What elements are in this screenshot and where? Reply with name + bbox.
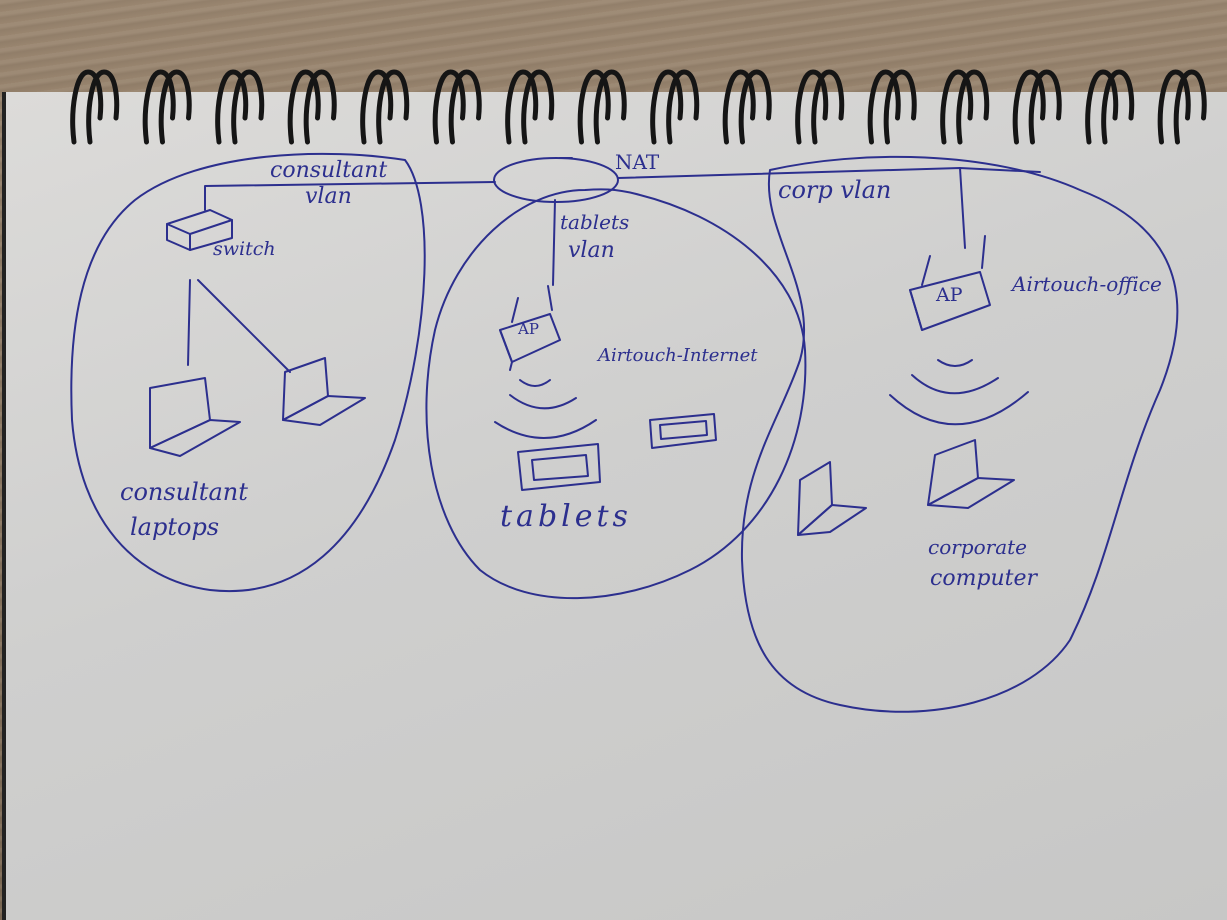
spiral-ring [303,69,337,145]
access-point-icon [909,235,991,331]
tablets-vlan-label-2: vlan [568,238,615,263]
spiral-ring [666,69,700,145]
wifi-waves-icon [889,359,1029,426]
tablets-uplink [552,199,556,286]
spiral-ring [215,69,249,145]
spiral-ring [70,69,104,145]
switch-icon [166,209,233,251]
spiral-ring [505,69,539,145]
spiral-ring [158,69,192,145]
tablets-label: tablets [500,499,632,534]
laptop-icon [797,461,867,536]
corporate-computer-label-1: corporate [928,535,1028,559]
spiral-ring [1028,69,1062,145]
spiral-ring [738,69,772,145]
consultant-laptops-label-1: consultant [120,478,248,506]
spiral-ring [593,69,627,145]
nat-label: NAT [615,150,660,174]
spiral-ring [432,69,466,145]
consultant-vlan-label-2: vlan [305,184,352,209]
spiral-ring [577,69,611,145]
spiral-binding [70,69,1207,145]
spiral-ring [795,69,829,145]
spiral-ring [883,69,917,145]
airtouch-internet-label: Airtouch-Internet [598,345,758,366]
switch-link-2 [197,279,291,373]
access-point-icon [499,285,561,371]
consultant-vlan-zone [70,152,426,593]
ap-right-label: AP [936,284,963,306]
spiral-ring [1085,69,1119,145]
wifi-waves-icon [494,379,597,439]
corp-vlan-zone [740,155,1179,713]
spiral-ring [867,69,901,145]
spiral-ring [722,69,756,145]
corporate-computer-label-2: computer [930,566,1038,591]
spiral-ring [811,69,845,145]
spiral-ring [1157,69,1191,145]
spiral-ring [956,69,990,145]
switch-link-1 [187,279,191,366]
consultant-laptops-label-2: laptops [130,513,220,541]
spiral-ring [231,69,265,145]
laptop-icon [149,377,241,457]
notebook-page [6,92,1227,920]
laptop-icon [927,439,1015,509]
spiral-ring [448,69,482,145]
spiral-ring [1173,69,1207,145]
spiral-ring [287,69,321,145]
spiral-ring [142,69,176,145]
tablets-vlan-label-1: tablets [560,210,630,234]
spiral-ring [1101,69,1135,145]
tablet-icon [649,413,717,449]
corp-uplink [959,167,966,249]
nat-cloud-icon [493,157,619,203]
spiral-ring [521,69,555,145]
consultant-vlan-label-1: consultant [270,158,388,183]
airtouch-office-label: Airtouch-office [1012,272,1162,296]
spiral-ring [1012,69,1046,145]
corp-vlan-label: corp vlan [778,176,892,204]
spiral-ring [376,69,410,145]
tablet-icon [517,443,601,491]
laptop-icon [282,357,366,426]
spiral-ring [650,69,684,145]
ap-left-label: AP [518,320,539,338]
spiral-ring [86,69,120,145]
switch-label: switch [213,238,276,260]
spiral-ring [940,69,974,145]
spiral-ring [360,69,394,145]
tablets-vlan-zone [425,188,807,600]
